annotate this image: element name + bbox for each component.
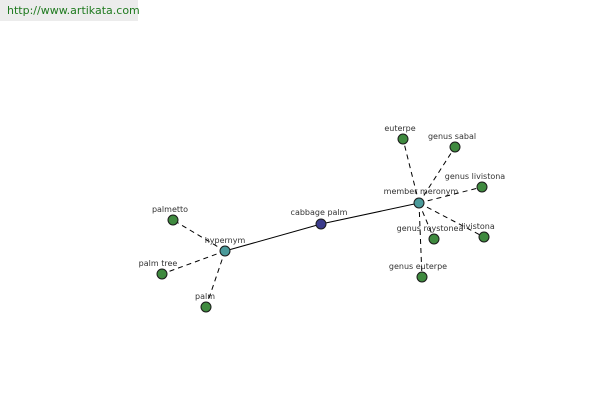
relation-label-hyp: hypernym [205, 236, 246, 245]
edge-livistona [418, 202, 485, 238]
leaf-label-palmetto: palmetto [152, 205, 188, 214]
center-label: cabbage palm [291, 208, 348, 217]
leaf-label-genus-euterpe: genus euterpe [389, 262, 447, 271]
relation-node-hyp[interactable] [219, 245, 231, 257]
leaf-label-palm-tree: palm tree [139, 259, 178, 268]
leaf-label-genus-livistona: genus livistona [445, 172, 506, 181]
leaf-node-genus-sabal[interactable] [449, 141, 461, 153]
leaf-label-euterpe: euterpe [384, 124, 415, 133]
leaf-label-genus-sabal: genus sabal [428, 132, 476, 141]
edge-palmetto [172, 219, 226, 252]
edge-palm [205, 250, 226, 308]
leaf-label-genus-roystonea: genus roystonea [397, 224, 464, 233]
leaf-node-euterpe[interactable] [397, 133, 409, 145]
edge-euterpe [402, 138, 420, 204]
relation-label-mem: member meronym [384, 187, 459, 196]
leaf-node-palmetto[interactable] [167, 214, 179, 226]
leaf-node-palm[interactable] [200, 301, 212, 313]
edge-mem [320, 202, 420, 225]
edge-palm-tree [161, 250, 226, 275]
edge-hyp [224, 223, 322, 252]
leaf-node-genus-livistona[interactable] [476, 181, 488, 193]
relation-node-mem[interactable] [413, 197, 425, 209]
leaf-node-genus-roystonea[interactable] [428, 233, 440, 245]
leaf-node-livistona[interactable] [478, 231, 490, 243]
edge-genus-livistona [418, 186, 483, 204]
leaf-label-palm: palm [195, 292, 215, 301]
leaf-label-livistona: livistona [461, 222, 495, 231]
edge-genus-euterpe [418, 202, 423, 278]
edge-genus-roystonea [418, 202, 435, 240]
url-link[interactable]: http://www.artikata.com [0, 0, 140, 21]
leaf-node-genus-euterpe[interactable] [416, 271, 428, 283]
center-node[interactable] [315, 218, 327, 230]
leaf-node-palm-tree[interactable] [156, 268, 168, 280]
edge-genus-sabal [418, 146, 456, 204]
